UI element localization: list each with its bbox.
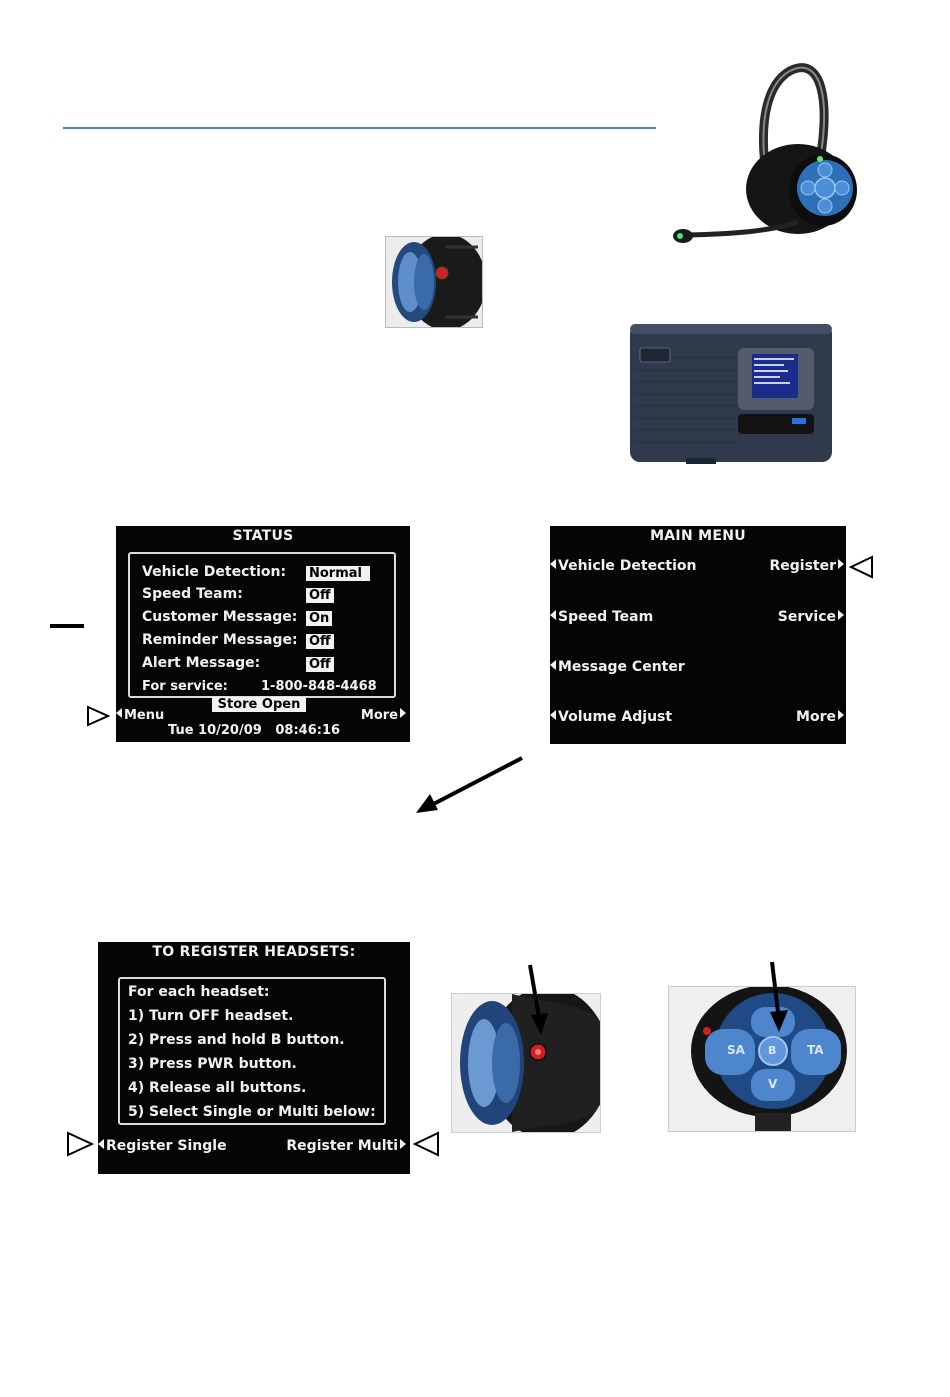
- status-more-label: More: [360, 708, 398, 723]
- key-v-label: V: [768, 1077, 778, 1091]
- key-ta-label: TA: [807, 1043, 824, 1057]
- register-pointer-icon: [848, 555, 873, 579]
- earpiece-icon: [452, 994, 600, 1132]
- main-menu-screen: MAIN MENU Vehicle Detection Speed Team M…: [550, 526, 846, 744]
- keypad-photo: SA B TA V: [668, 986, 856, 1132]
- register-step-5: 5) Select Single or Multi below:: [128, 1104, 376, 1120]
- menu-service-label: Service: [777, 609, 836, 625]
- menu-speed-team-label: Speed Team: [558, 609, 654, 625]
- status-label-speed-team: Speed Team:: [142, 586, 243, 602]
- headset-photo: [673, 63, 857, 243]
- left-arrow-icon: [550, 559, 556, 569]
- service-label: For service:: [142, 679, 228, 694]
- keypad-icon: [669, 987, 855, 1131]
- status-label-vehicle-detection: Vehicle Detection:: [142, 564, 287, 580]
- right-arrow-icon: [838, 559, 844, 569]
- menu-more[interactable]: More: [796, 709, 844, 725]
- pwr-button-arrow-icon: [528, 964, 548, 1035]
- register-step-0: For each headset:: [128, 984, 270, 1000]
- right-arrow-icon: [838, 610, 844, 620]
- register-single-pointer-icon: [67, 1131, 94, 1157]
- earpiece-icon: [386, 237, 482, 327]
- navigation-arrow-icon: [416, 756, 523, 813]
- status-title: STATUS: [232, 528, 294, 544]
- register-step-2: 2) Press and hold B button.: [128, 1032, 345, 1048]
- menu-register[interactable]: Register: [769, 558, 844, 574]
- right-arrow-icon: [400, 708, 406, 718]
- status-value-reminder-message: Off: [306, 634, 334, 649]
- register-single-button[interactable]: Register Single: [98, 1138, 227, 1154]
- status-screen: STATUS Vehicle Detection: Normal Speed T…: [116, 526, 410, 742]
- register-title: TO REGISTER HEADSETS:: [152, 944, 356, 960]
- register-screen: TO REGISTER HEADSETS: For each headset: …: [98, 942, 410, 1174]
- register-multi-label: Register Multi: [286, 1138, 398, 1154]
- menu-more-label: More: [796, 709, 836, 725]
- status-value-alert-message: Off: [306, 657, 334, 672]
- status-value-customer-message: On: [306, 611, 333, 626]
- service-phone: 1-800-848-4468: [261, 679, 377, 694]
- status-more-button[interactable]: More: [361, 708, 406, 723]
- status-menu-button[interactable]: Menu: [116, 708, 164, 723]
- register-single-label: Register Single: [106, 1138, 227, 1154]
- register-multi-pointer-icon: [412, 1131, 439, 1157]
- menu-speed-team[interactable]: Speed Team: [550, 609, 653, 625]
- b-button-arrow-icon: [770, 961, 788, 1032]
- register-step-3: 3) Press PWR button.: [128, 1056, 297, 1072]
- key-sa-label: SA: [727, 1043, 745, 1057]
- status-datetime: Tue 10/20/09 08:46:16: [168, 723, 341, 738]
- left-arrow-icon: [550, 710, 556, 720]
- base-station-photo: [630, 324, 832, 464]
- status-label-alert-message: Alert Message:: [142, 655, 261, 671]
- register-step-1: 1) Turn OFF headset.: [128, 1008, 294, 1024]
- dash-marker: [50, 624, 84, 628]
- store-status-banner: Store Open: [212, 697, 306, 712]
- menu-register-label: Register: [769, 558, 836, 574]
- main-menu-title: MAIN MENU: [650, 528, 746, 544]
- status-value-speed-team: Off: [306, 588, 334, 603]
- right-arrow-icon: [838, 710, 844, 720]
- menu-volume-adjust[interactable]: Volume Adjust: [550, 709, 672, 725]
- left-arrow-icon: [98, 1139, 104, 1149]
- key-b-label: B: [768, 1044, 777, 1057]
- pwr-button-photo: [451, 993, 601, 1133]
- left-arrow-icon: [550, 660, 556, 670]
- status-menu-label: Menu: [124, 708, 165, 723]
- register-frame: [118, 977, 386, 1125]
- menu-service[interactable]: Service: [778, 609, 844, 625]
- status-label-reminder-message: Reminder Message:: [142, 632, 298, 648]
- menu-vehicle-detection[interactable]: Vehicle Detection: [550, 558, 696, 574]
- menu-vehicle-detection-label: Vehicle Detection: [558, 558, 697, 574]
- menu-message-center-label: Message Center: [558, 659, 685, 675]
- left-arrow-icon: [116, 708, 122, 718]
- menu-pointer-icon: [87, 705, 110, 727]
- right-arrow-icon: [400, 1139, 406, 1149]
- register-step-4: 4) Release all buttons.: [128, 1080, 307, 1096]
- status-value-vehicle-detection: Normal: [306, 566, 370, 581]
- left-arrow-icon: [550, 610, 556, 620]
- status-label-customer-message: Customer Message:: [142, 609, 298, 625]
- register-multi-button[interactable]: Register Multi: [286, 1138, 406, 1154]
- header-rule: [63, 127, 656, 129]
- menu-volume-adjust-label: Volume Adjust: [558, 709, 673, 725]
- power-button-photo: [385, 236, 483, 328]
- menu-message-center[interactable]: Message Center: [550, 659, 685, 675]
